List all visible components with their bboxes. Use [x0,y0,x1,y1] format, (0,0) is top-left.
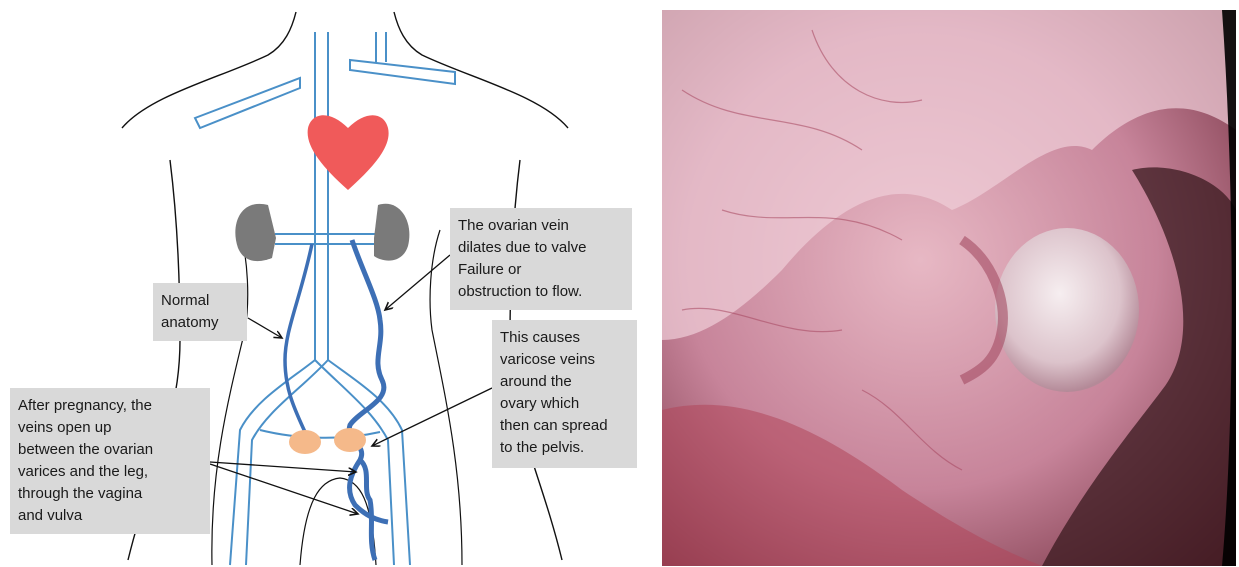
laparoscopic-photo [662,10,1236,566]
body-outline [122,12,296,128]
normal-ovarian-vein [285,244,312,432]
callout-line: dilates due to valve [458,237,624,259]
right-kidney [374,204,409,261]
arrow-ovarian-vein [385,255,450,310]
heart-shape [308,115,389,190]
callout-varicose-veins: This causes varicose veins around the ov… [492,320,637,468]
left-kidney [235,204,276,261]
callout-line: ovary which [500,393,629,415]
callout-line: After pregnancy, the [18,395,202,417]
ovary-in-photo [995,228,1139,392]
left-ovary [289,430,321,454]
callout-line: and vulva [18,505,202,527]
photo-render [662,10,1236,566]
callout-line: Normal [161,290,239,312]
right-ovary [334,428,366,452]
arrow-varicose [372,388,492,446]
callout-line: to the pelvis. [500,437,629,459]
callout-line: between the ovarian [18,439,202,461]
callout-line: This causes [500,327,629,349]
callout-line: anatomy [161,312,239,334]
waist-left [212,230,248,565]
arrow-pregnancy-1 [210,462,356,472]
callout-line: then can spread [500,415,629,437]
callout-line: varicose veins [500,349,629,371]
callout-line: through the vagina [18,483,202,505]
body-outline-right [394,12,568,128]
callout-line: veins open up [18,417,202,439]
callout-line: around the [500,371,629,393]
callout-line: varices and the leg, [18,461,202,483]
callout-normal-anatomy: Normal anatomy [153,283,247,341]
callout-after-pregnancy: After pregnancy, the veins open up betwe… [10,388,210,534]
arrow-normal [248,318,282,338]
callout-ovarian-vein: The ovarian vein dilates due to valve Fa… [450,208,632,310]
callout-line: obstruction to flow. [458,281,624,303]
callout-line: Failure or [458,259,624,281]
arrow-pregnancy-2 [210,464,358,514]
callout-line: The ovarian vein [458,215,624,237]
